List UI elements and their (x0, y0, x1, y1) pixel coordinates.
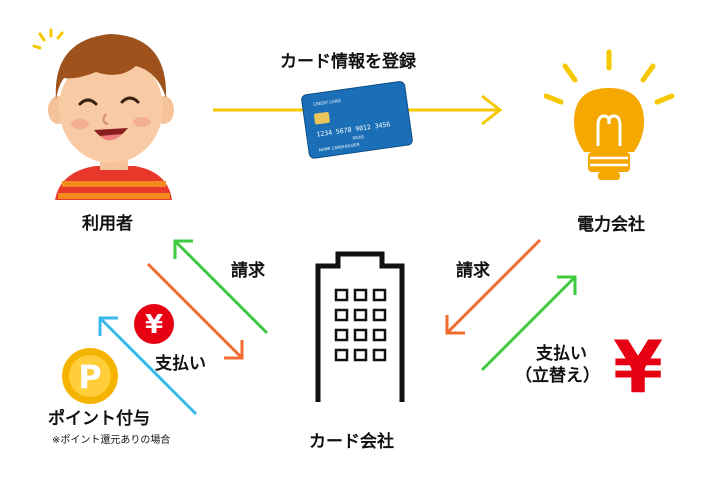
points-label: ポイント付与 (48, 409, 150, 429)
payment-label-left: 支払い (155, 354, 206, 374)
billing-label-left: 請求 (231, 261, 265, 281)
payment-arrow-right (480, 275, 577, 372)
card-expiry-text: 00/00 (352, 134, 365, 141)
building-icon (315, 251, 405, 402)
payment-arrow-left (146, 262, 244, 360)
advance-payment-label: （立替え） (515, 366, 600, 386)
billing-arrow-right (445, 238, 542, 335)
card-company-label: カード会社 (309, 432, 394, 452)
credit-card-icon: CREDIT CARD 1234 5678 9012 3456 00/00 NA… (301, 81, 413, 159)
point-coin-icon: P (62, 348, 118, 404)
points-note-label: ※ポイント還元ありの場合 (52, 435, 171, 446)
power-company-label: 電力会社 (577, 215, 645, 235)
points-arrow (98, 316, 198, 416)
user-illustration-icon (32, 28, 174, 200)
billing-label-right: 請求 (456, 261, 490, 281)
card-holder-text: NAME CARDHOLDER (318, 142, 360, 153)
payment-label-right: 支払い (536, 344, 587, 364)
register-card-label: カード情報を登録 (280, 52, 416, 72)
yen-coin-icon: ¥ (134, 304, 174, 344)
point-coin-letter: P (78, 358, 101, 396)
light-bulb-icon (543, 49, 675, 180)
yen-symbol-icon: ¥ (613, 325, 663, 409)
card-bank-text: CREDIT CARD (313, 98, 341, 107)
user-label: 利用者 (82, 214, 133, 234)
yen-coin-symbol: ¥ (145, 310, 163, 340)
billing-arrow-left (173, 239, 269, 335)
